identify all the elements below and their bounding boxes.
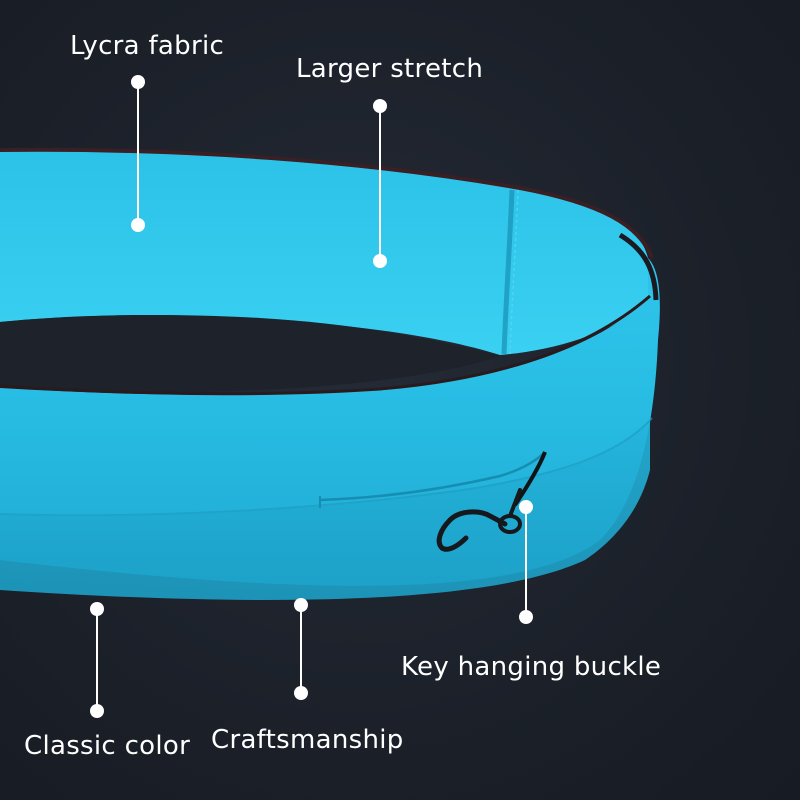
belt-pocket-layer — [0, 420, 650, 600]
callout-key-hanging-buckle: Key hanging buckle — [401, 652, 662, 682]
belt-pocket-seam — [0, 417, 653, 517]
callout-larger-stretch: Larger stretch — [296, 54, 484, 84]
belt-opening — [0, 315, 500, 392]
belt-front-rim — [0, 294, 651, 396]
belt-inner-wall — [0, 149, 648, 355]
belt-top-binding — [0, 147, 654, 259]
belt-stitch-seam — [501, 189, 515, 355]
callout-classic-color: Classic color — [24, 731, 191, 761]
callout-craftsmanship: Craftsmanship — [211, 725, 404, 755]
key-hook-icon — [436, 488, 522, 552]
zipper-opening — [319, 451, 546, 502]
callout-lycra-fabric: Lycra fabric — [70, 31, 225, 61]
callout-markers — [90, 75, 533, 718]
belt-side-rim — [618, 232, 659, 301]
